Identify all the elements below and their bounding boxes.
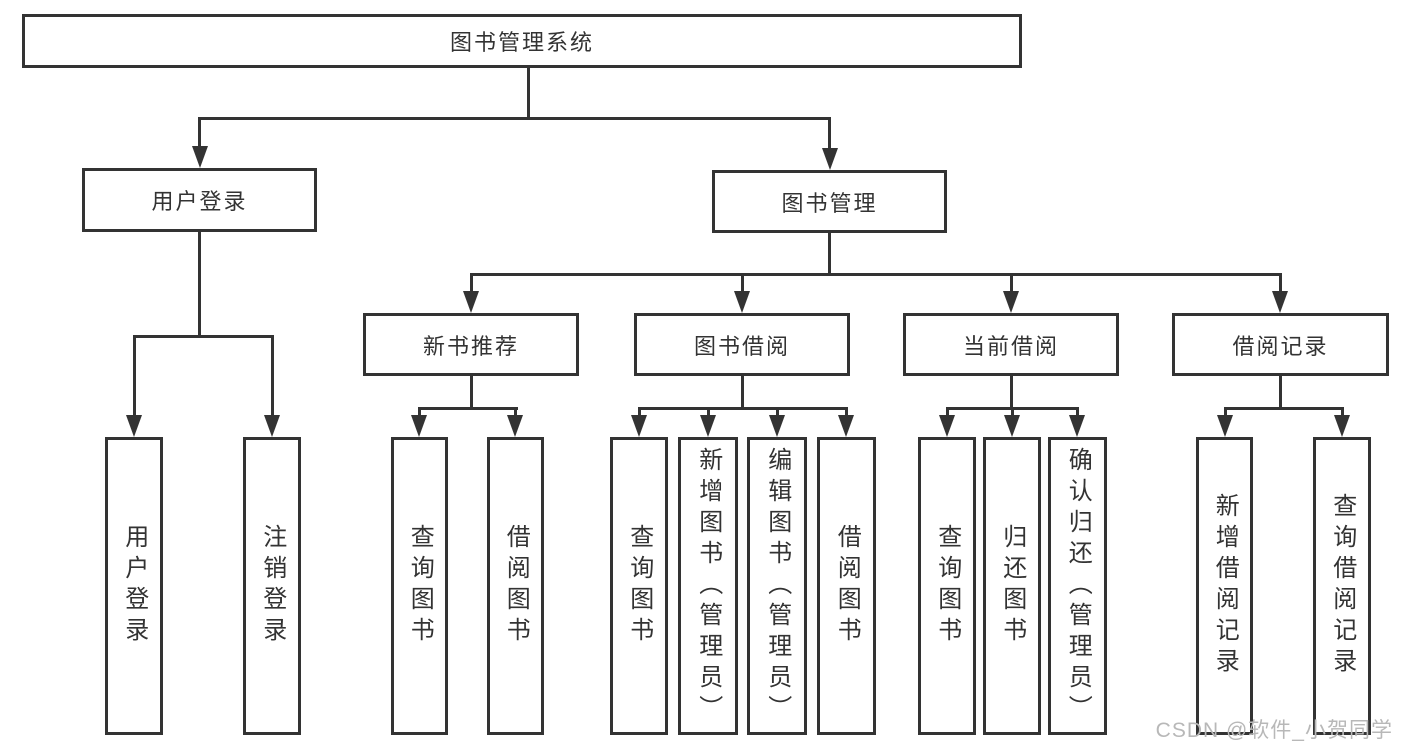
node-label: 查询借阅记录 [1328,493,1356,679]
connector-line [845,407,848,419]
node-br-add-record: 新增借阅记录 [1196,437,1253,735]
node-label: 查询图书 [933,524,961,648]
arrow-down-icon [1272,291,1288,313]
connector-line [828,117,831,153]
node-label: 查询图书 [625,524,653,648]
node-label: 当前借阅 [962,333,1059,359]
connector-line [707,407,710,419]
node-label: 确认归还（管理员） [1064,446,1092,726]
connector-line [418,407,518,410]
connector-line [1010,376,1013,410]
arrow-down-icon [700,415,716,437]
connector-line [1010,273,1013,295]
connector-line [638,407,848,410]
connector-line [1011,407,1014,419]
node-br-query-record: 查询借阅记录 [1313,437,1371,735]
connector-line [514,407,517,419]
arrow-down-icon [192,146,208,168]
arrow-down-icon [939,415,955,437]
watermark: CSDN @软件_小贺同学 [1155,719,1393,742]
arrow-down-icon [507,415,523,437]
node-root: 图书管理系统 [22,14,1022,68]
node-user-login-leaf: 用户登录 [105,437,163,735]
node-bb-edit-book: 编辑图书（管理员） [747,437,807,735]
arrow-down-icon [734,291,750,313]
node-cb-return-book: 归还图书 [983,437,1041,735]
node-label: 图书管理 [781,190,878,216]
node-logout-leaf: 注销登录 [243,437,301,735]
connector-line [470,376,473,410]
arrow-down-icon [126,415,142,437]
node-user-login: 用户登录 [82,168,317,232]
connector-line [198,117,201,151]
node-label: 图书管理系统 [449,30,594,55]
node-current-borrow: 当前借阅 [903,313,1119,376]
node-nb-query-book: 查询图书 [391,437,448,735]
arrow-down-icon [769,415,785,437]
node-label: 图书借阅 [693,333,790,359]
node-label: 注销登录 [258,524,286,648]
connector-line [418,407,421,419]
connector-line [133,335,274,338]
node-label: 借阅图书 [833,524,861,648]
node-nb-borrow-book: 借阅图书 [487,437,544,735]
node-label: 借阅记录 [1232,333,1329,359]
connector-line [271,335,274,419]
node-cb-confirm-return: 确认归还（管理员） [1048,437,1107,735]
node-label: 新增图书（管理员） [694,446,722,726]
connector-line [776,407,779,419]
arrow-down-icon [463,291,479,313]
arrow-down-icon [264,415,280,437]
connector-line [741,376,744,410]
node-label: 归还图书 [998,524,1026,648]
node-cb-query-book: 查询图书 [918,437,976,735]
connector-line [1279,273,1282,295]
arrow-down-icon [1334,415,1350,437]
node-label: 新增借阅记录 [1211,493,1239,679]
connector-line [1341,407,1344,419]
connector-line [470,273,1281,276]
connector-line [1076,407,1079,419]
node-label: 查询图书 [406,524,434,648]
node-label: 用户登录 [120,524,148,648]
node-book-management: 图书管理 [712,170,947,233]
node-book-borrow: 图书借阅 [634,313,850,376]
arrow-down-icon [1004,415,1020,437]
node-bb-add-book: 新增图书（管理员） [678,437,738,735]
connector-line [198,117,831,120]
connector-line [1224,407,1227,419]
connector-line [638,407,641,419]
connector-line [133,335,136,419]
arrow-down-icon [838,415,854,437]
node-bb-query-book: 查询图书 [610,437,668,735]
connector-line [527,68,530,120]
arrow-down-icon [1069,415,1085,437]
connector-line [1279,376,1282,410]
arrow-down-icon [411,415,427,437]
arrow-down-icon [1003,291,1019,313]
connector-line [741,273,744,295]
node-new-book-recommend: 新书推荐 [363,313,579,376]
connector-line [1224,407,1344,410]
connector-line [198,232,201,338]
connector-line [470,273,473,295]
node-bb-borrow-book: 借阅图书 [817,437,876,735]
arrow-down-icon [1217,415,1233,437]
node-label: 编辑图书（管理员） [763,446,791,726]
node-label: 借阅图书 [502,524,530,648]
connector-line [828,233,831,276]
arrow-down-icon [822,148,838,170]
node-borrow-record: 借阅记录 [1172,313,1389,376]
node-label: 新书推荐 [422,333,519,359]
arrow-down-icon [631,415,647,437]
node-label: 用户登录 [151,189,248,214]
connector-line [946,407,949,419]
